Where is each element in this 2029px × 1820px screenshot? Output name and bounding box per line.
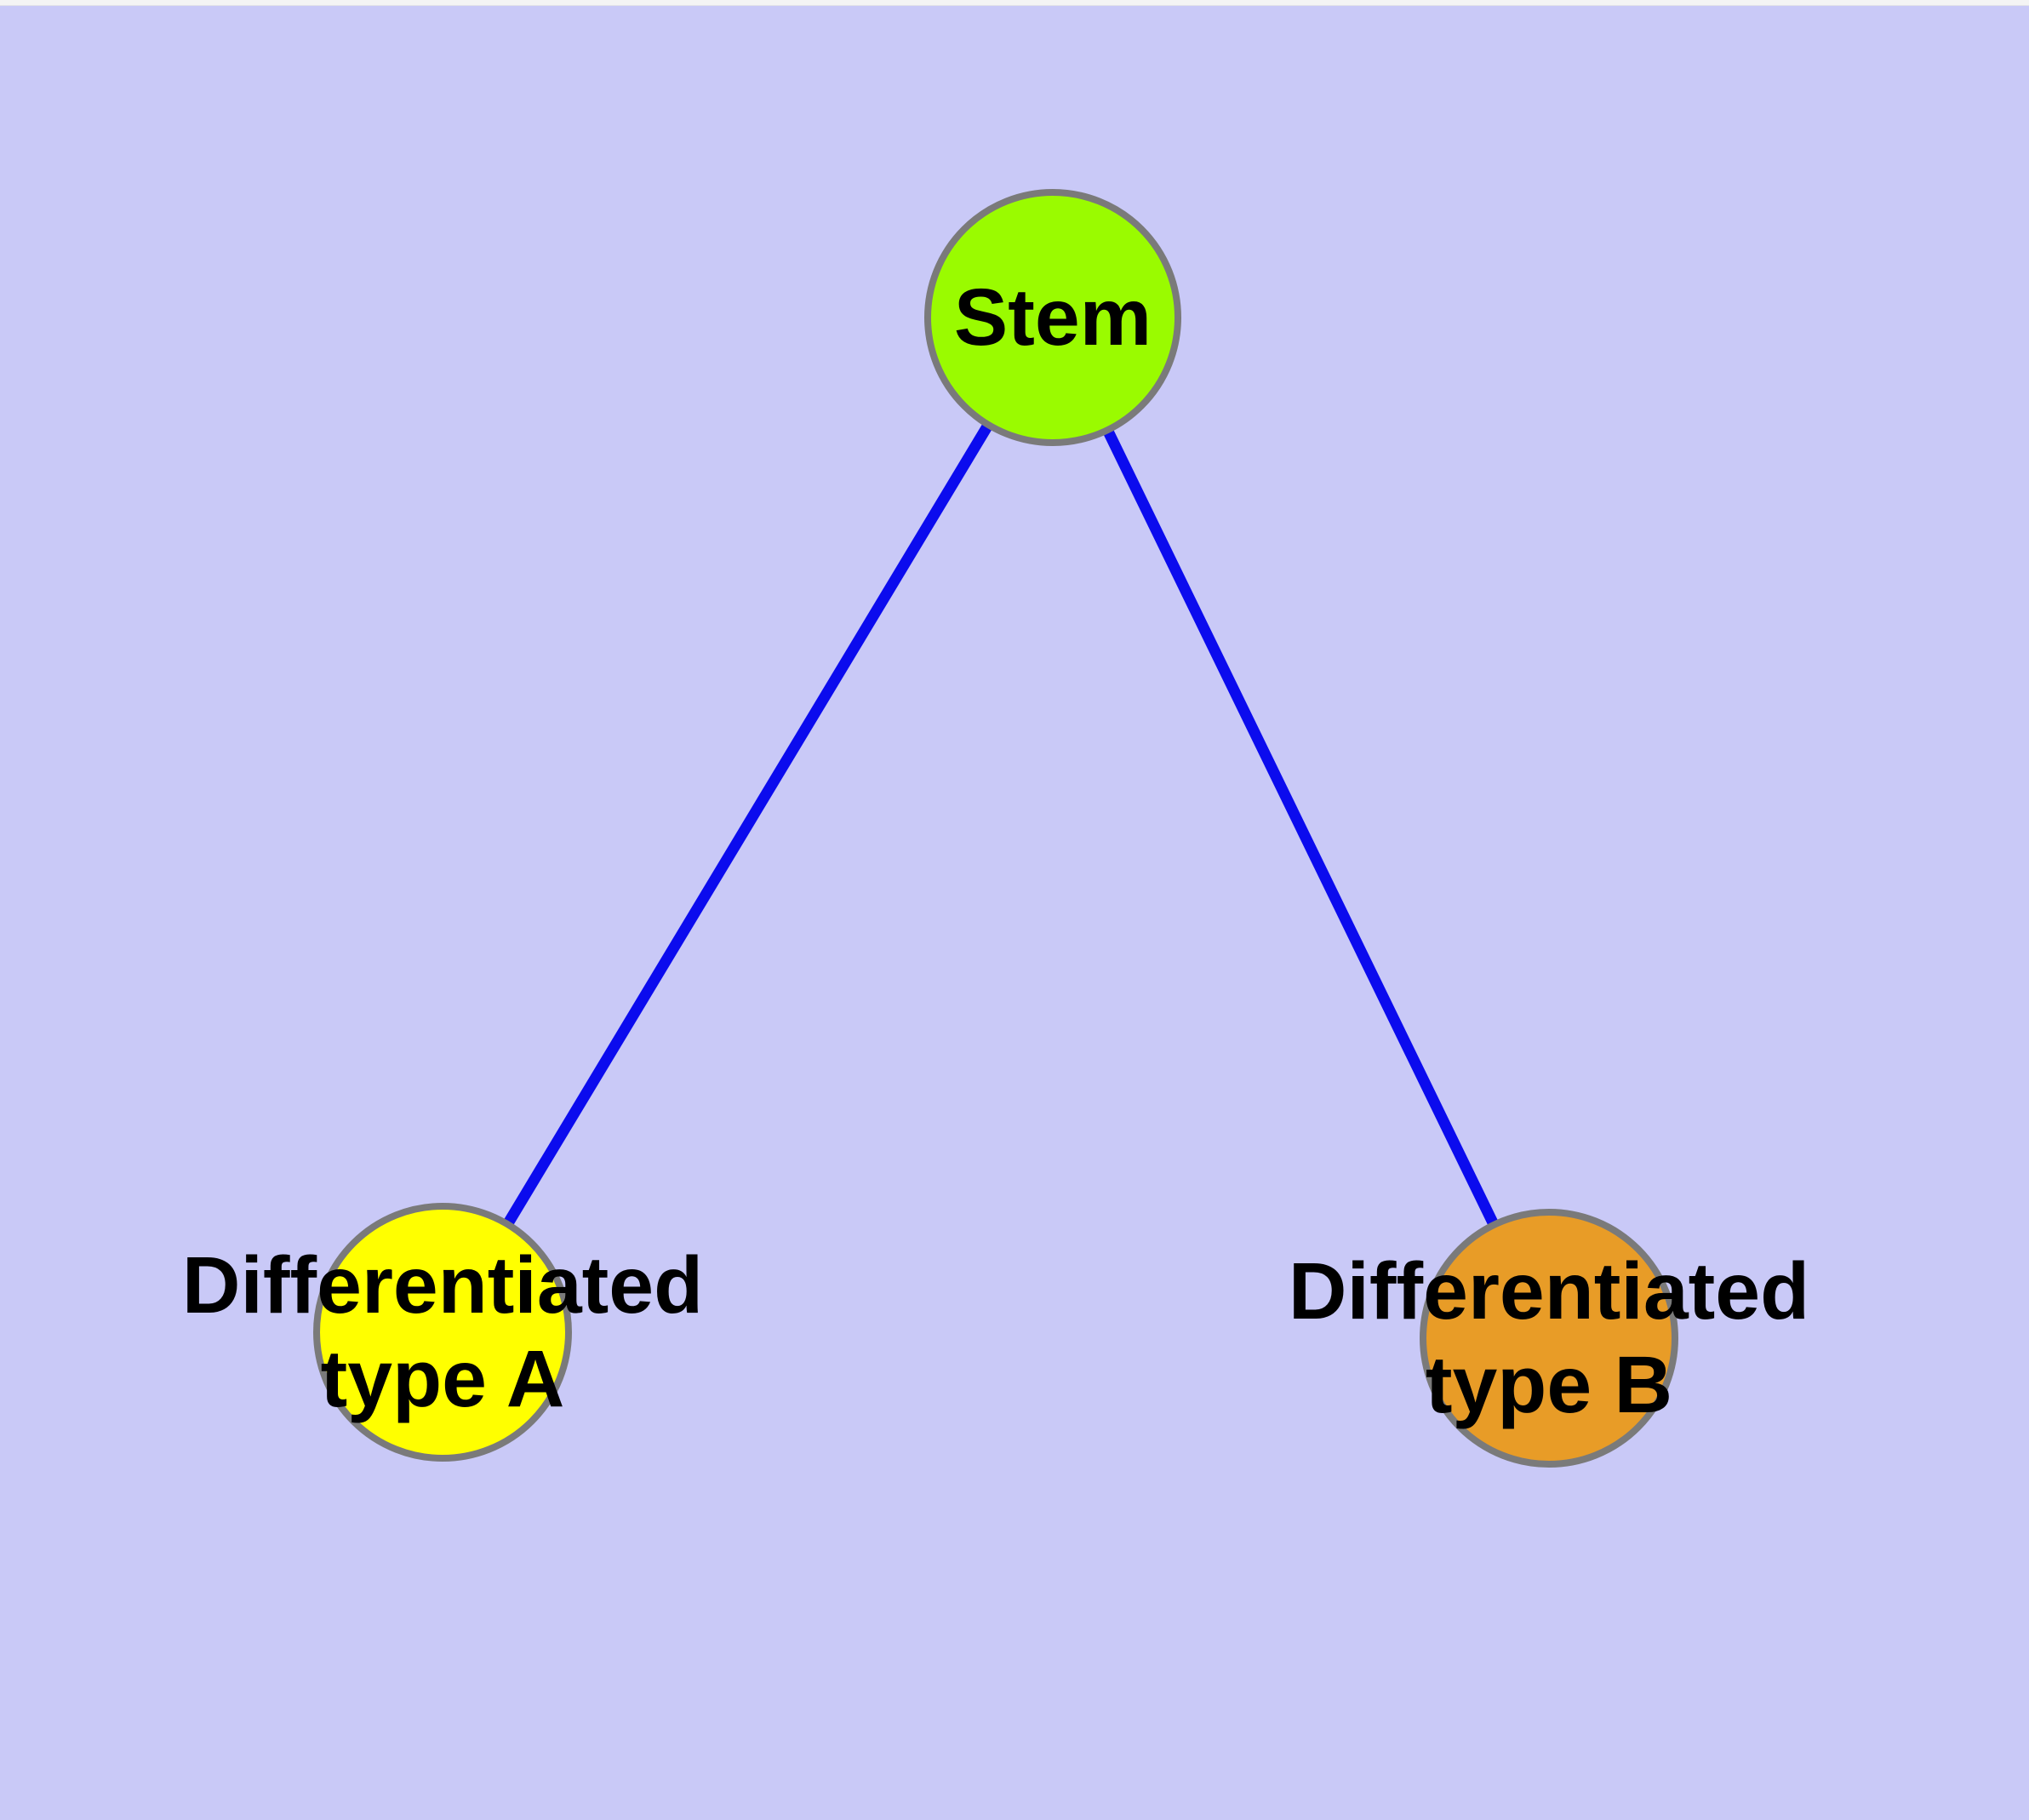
node-stem-label: Stem	[954, 271, 1152, 364]
edge-stem-to-type-a[interactable]	[437, 314, 1058, 1336]
window-top-edge	[0, 0, 2029, 6]
edge-stem-to-type-b[interactable]	[1048, 315, 1554, 1341]
node-label-line: Stem	[953, 272, 1152, 363]
node-differentiated-type-b[interactable]: Differentiated type B	[1289, 1209, 1809, 1468]
node-differentiated-type-a[interactable]: Differentiated type A	[182, 1203, 703, 1462]
node-stem[interactable]: Stem	[924, 189, 1181, 446]
